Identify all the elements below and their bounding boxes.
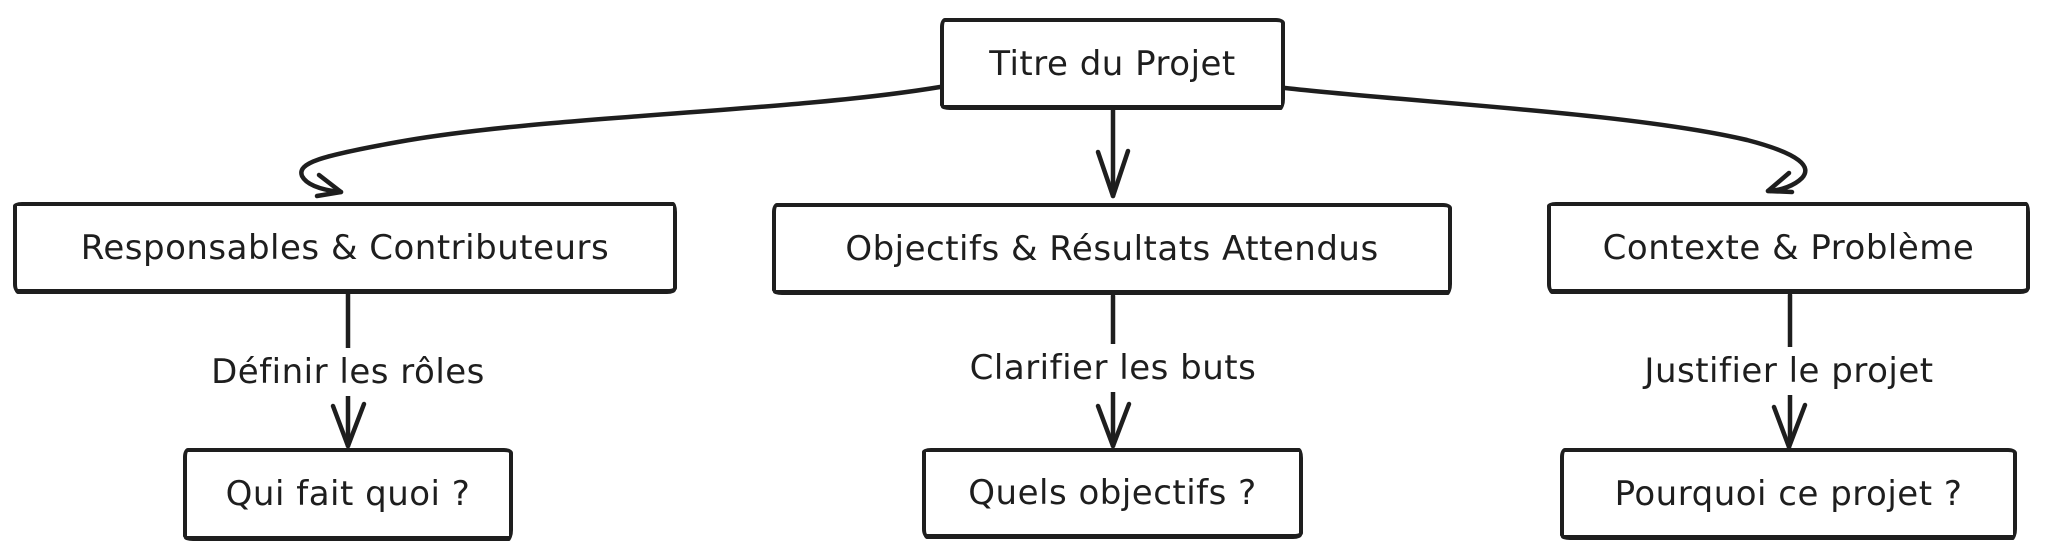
edge-label-justifier-le-projet: Justifier le projet	[1632, 347, 1946, 395]
node-quels-objectifs-label: Quels objectifs ?	[968, 473, 1257, 513]
node-responsables-contributeurs: Responsables & Contributeurs	[13, 202, 677, 293]
node-contexte-label: Contexte & Problème	[1602, 227, 1975, 268]
node-project-title-label: Titre du Projet	[989, 43, 1236, 84]
node-objectifs-resultats: Objectifs & Résultats Attendus	[772, 203, 1452, 294]
node-objectifs-label: Objectifs & Résultats Attendus	[845, 228, 1379, 269]
node-pourquoi-ce-projet-label: Pourquoi ce projet ?	[1614, 473, 1963, 514]
node-qui-fait-quoi-label: Qui fait quoi ?	[225, 474, 471, 514]
edge-label-clarifier-les-buts: Clarifier les buts	[957, 344, 1269, 392]
node-qui-fait-quoi: Qui fait quoi ?	[183, 448, 513, 540]
node-responsables-label: Responsables & Contributeurs	[80, 227, 610, 268]
node-contexte-probleme: Contexte & Problème	[1547, 202, 2030, 293]
edge-label-definir-les-roles: Définir les rôles	[199, 348, 497, 396]
node-quels-objectifs: Quels objectifs ?	[922, 448, 1303, 538]
edge-title-to-contexte-arrow	[1282, 85, 1808, 195]
node-project-title: Titre du Projet	[940, 18, 1285, 109]
node-pourquoi-ce-projet: Pourquoi ce projet ?	[1560, 448, 2017, 539]
edge-title-to-responsables-arrow	[299, 84, 943, 199]
edge-title-to-objectifs-arrow	[1095, 105, 1131, 199]
